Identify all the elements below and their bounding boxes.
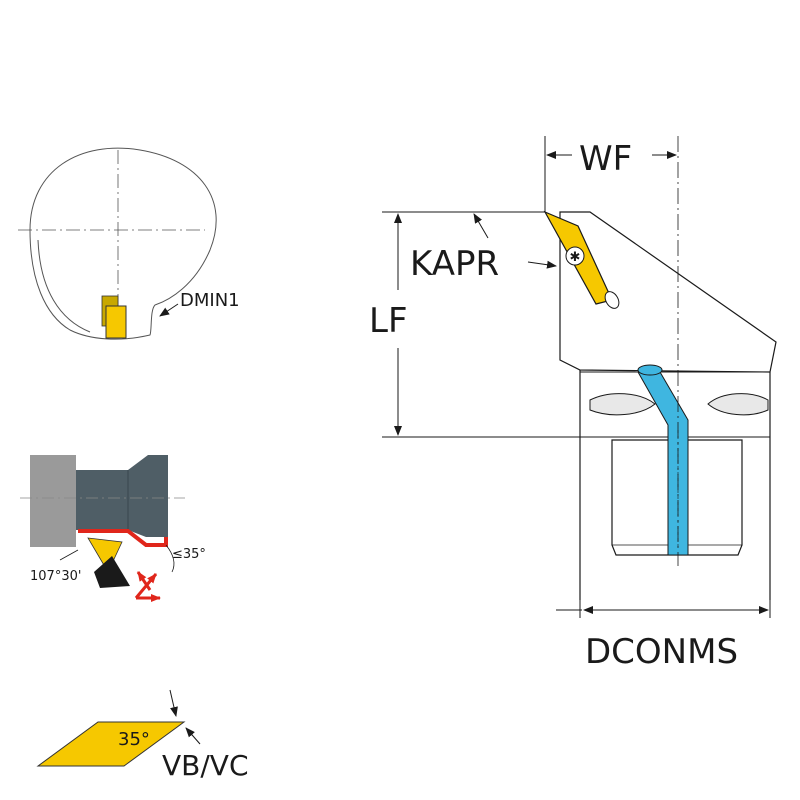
bore-insert bbox=[105, 305, 127, 339]
coolant-inlet bbox=[637, 364, 663, 376]
dmin1-label: DMIN1 bbox=[180, 290, 240, 311]
side-view-insert-yellow bbox=[87, 537, 123, 573]
angle-35-arc bbox=[165, 544, 175, 573]
angle-107-leader bbox=[59, 549, 79, 561]
wf-label: WF bbox=[579, 139, 632, 179]
main-tool-holder: ✱ bbox=[543, 136, 777, 600]
insert-symbol: 35° VB/VC bbox=[36, 689, 249, 782]
clamp-slot-right bbox=[707, 393, 769, 416]
bore-inner-outline bbox=[37, 239, 91, 333]
kapr-leader-right bbox=[527, 260, 557, 269]
insert-angle-label: 35° bbox=[118, 729, 150, 750]
insert-screw-icon: ✱ bbox=[570, 250, 581, 265]
bore-outline bbox=[29, 147, 217, 340]
dconms-label: DCONMS bbox=[585, 632, 738, 672]
insert-type-label: VB/VC bbox=[162, 749, 249, 782]
insert-angle-leader-top bbox=[169, 689, 178, 717]
angle-35-max-label: ≤35° bbox=[172, 547, 206, 562]
kapr-leader-top bbox=[473, 213, 489, 239]
insert-angle-leader-side bbox=[185, 727, 201, 745]
cutting-side-view: 107°30' ≤35° bbox=[20, 455, 206, 602]
kapr-label: KAPR bbox=[410, 244, 499, 284]
lf-label: LF bbox=[369, 301, 408, 341]
side-view-insert-black bbox=[94, 556, 130, 588]
feed-arrow-diagonal bbox=[136, 571, 152, 591]
dmin1-leader bbox=[159, 303, 179, 317]
clamp-screw-hole bbox=[604, 291, 620, 309]
insert-screw-ring bbox=[565, 246, 585, 266]
angle-107-label: 107°30' bbox=[30, 569, 81, 584]
cut-edge-red bbox=[78, 529, 168, 547]
insert-rhombus bbox=[36, 721, 186, 767]
holder-shank-grey bbox=[30, 455, 76, 547]
clamp-slot-left bbox=[589, 393, 656, 416]
dimension-lines: WF LF KAPR DCONMS bbox=[369, 136, 771, 672]
bore-view: DMIN1 bbox=[18, 147, 240, 340]
holder-body-dark bbox=[76, 455, 168, 537]
